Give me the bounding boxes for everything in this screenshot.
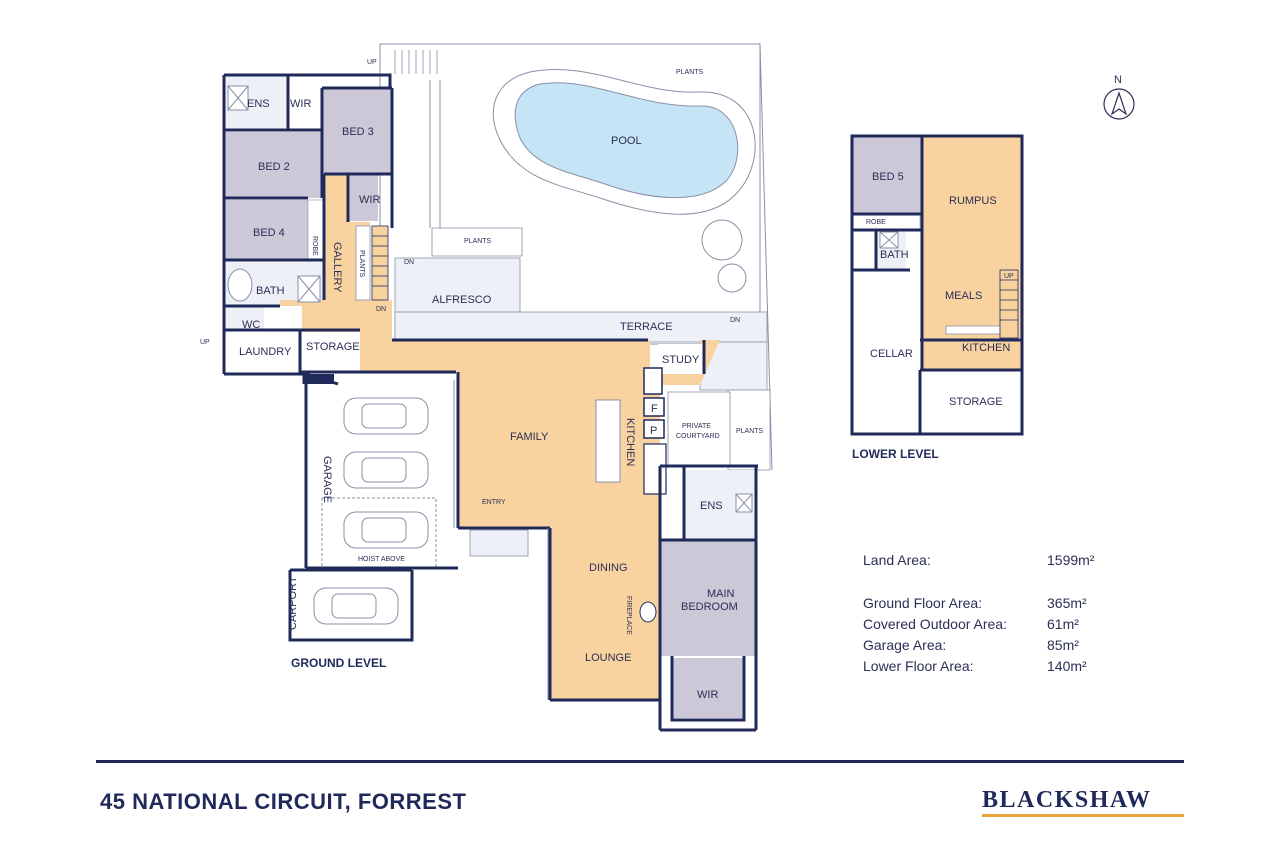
- bed4-room: [224, 200, 308, 260]
- label-storage: STORAGE: [306, 341, 360, 353]
- area-value: 365m²: [1047, 595, 1087, 611]
- label-laundry: LAUNDRY: [239, 346, 292, 358]
- label-plants-mid: PLANTS: [464, 238, 492, 245]
- north-label: N: [1114, 74, 1122, 86]
- property-address: 45 NATIONAL CIRCUIT, FORREST: [100, 789, 467, 814]
- label-plants-right: PLANTS: [736, 428, 764, 435]
- area-label: Lower Floor Area:: [863, 658, 974, 674]
- area-value: 85m²: [1047, 637, 1079, 653]
- label-terrace: TERRACE: [620, 321, 673, 333]
- wc-room: [224, 306, 264, 330]
- ground-level-rooms: [222, 73, 758, 732]
- wir-mid-room: [350, 175, 378, 221]
- storage-room: [302, 332, 354, 370]
- label-bed4: BED 4: [253, 227, 285, 239]
- label-ens-main: ENS: [700, 500, 723, 512]
- terrace-paving: [394, 311, 768, 343]
- label-carport: CARPORT: [287, 576, 299, 630]
- brand-logo: BLACKSHAW: [982, 787, 1152, 813]
- label-entry: ENTRY: [482, 499, 506, 506]
- label-fireplace: FIREPLACE: [625, 596, 632, 635]
- label-fridge: F: [651, 403, 658, 415]
- wir-main-room: [672, 658, 744, 718]
- label-up-top: UP: [367, 59, 377, 66]
- label-bath: BATH: [256, 285, 285, 297]
- gallery-room: [280, 174, 720, 700]
- brand-underline: [982, 814, 1184, 817]
- lower-level-labels: BED 5 ROBE BATH RUMPUS MEALS CELLAR KITC…: [852, 171, 1014, 461]
- lower-label-rumpus: RUMPUS: [949, 195, 997, 207]
- ground-level-title: GROUND LEVEL: [291, 656, 386, 670]
- label-dn-right: DN: [730, 317, 740, 324]
- footer-divider: [96, 760, 1184, 763]
- label-dining: DINING: [589, 562, 628, 574]
- label-gallery: GALLERY: [331, 242, 343, 293]
- label-main-bedroom-2: BEDROOM: [681, 601, 738, 613]
- label-ens: ENS: [247, 98, 270, 110]
- wir-top-room: [288, 75, 320, 130]
- lower-label-bath: BATH: [880, 249, 909, 261]
- label-bed3: BED 3: [342, 126, 374, 138]
- label-bed2: BED 2: [258, 161, 290, 173]
- label-private-courtyard-2: COURTYARD: [676, 433, 720, 440]
- label-study: STUDY: [662, 354, 700, 366]
- label-plants-stair: PLANTS: [358, 250, 365, 278]
- bed2-room: [224, 132, 322, 198]
- kitchen-island: [595, 399, 621, 483]
- label-pool: POOL: [611, 135, 642, 147]
- lower-label-cellar: CELLAR: [870, 348, 913, 360]
- label-lounge: LOUNGE: [585, 652, 631, 664]
- laundry-room: [224, 330, 298, 374]
- label-pantry: P: [650, 425, 657, 437]
- bed3-room: [322, 88, 392, 173]
- lower-label-meals: MEALS: [945, 290, 982, 302]
- label-dn-left: DN: [404, 259, 414, 266]
- area-label: Land Area:: [863, 552, 931, 568]
- lower-label-kitchen: KITCHEN: [962, 342, 1010, 354]
- label-alfresco: ALFRESCO: [432, 294, 492, 306]
- label-main-bedroom-1: MAIN: [707, 588, 735, 600]
- label-wc: WC: [242, 319, 260, 331]
- label-up-laundry: UP: [200, 339, 210, 346]
- label-wir-main: WIR: [697, 689, 718, 701]
- label-family: FAMILY: [510, 431, 549, 443]
- study-room: [658, 344, 704, 374]
- label-robe: ROBE: [311, 236, 318, 256]
- area-value: 61m²: [1047, 616, 1079, 632]
- lower-label-bed5: BED 5: [872, 171, 904, 183]
- area-label: Ground Floor Area:: [863, 595, 983, 611]
- label-wir-mid: WIR: [359, 194, 380, 206]
- area-value: 1599m²: [1047, 552, 1095, 568]
- floor-plan: ENS WIR BED 3 BED 2 WIR BED 4 ROBE GALLE…: [200, 43, 1135, 732]
- label-private-courtyard-1: PRIVATE: [682, 423, 711, 430]
- area-label: Covered Outdoor Area:: [863, 616, 1007, 632]
- label-garage: GARAGE: [321, 456, 333, 503]
- label-hoist: HOIST ABOVE: [358, 556, 405, 563]
- private-courtyard: [667, 391, 731, 467]
- ground-level-labels: ENS WIR BED 3 BED 2 WIR BED 4 ROBE GALLE…: [200, 59, 764, 701]
- lower-level-title: LOWER LEVEL: [852, 447, 939, 461]
- area-value: 140m²: [1047, 658, 1087, 674]
- label-kitchen: KITCHEN: [624, 418, 636, 466]
- outdoor-area: [379, 43, 773, 471]
- main-bedroom-room: [660, 540, 756, 656]
- car-icons: [313, 397, 429, 625]
- area-label: Garage Area:: [863, 637, 947, 653]
- lower-label-up: UP: [1004, 273, 1014, 280]
- lower-label-robe: ROBE: [866, 219, 886, 226]
- lower-level-plan: [850, 134, 1024, 436]
- lower-label-storage: STORAGE: [949, 396, 1003, 408]
- label-wir-top: WIR: [290, 98, 311, 110]
- label-dn-stair: DN: [376, 306, 386, 313]
- north-arrow-icon: N: [1103, 74, 1135, 120]
- label-plants-top: PLANTS: [676, 69, 704, 76]
